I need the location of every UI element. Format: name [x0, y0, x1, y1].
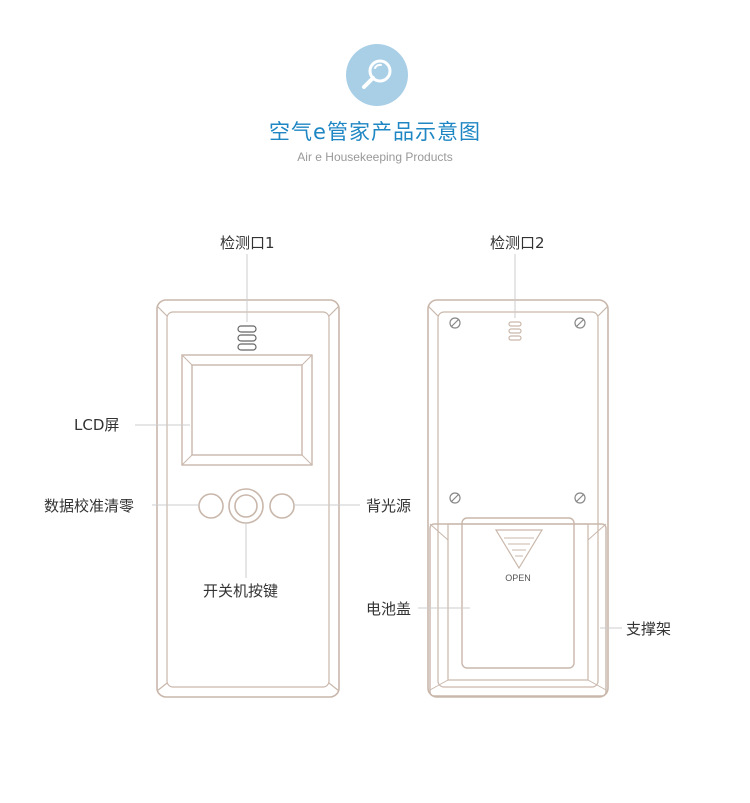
calibrate-button[interactable] [198, 493, 224, 519]
back-sensor-port [508, 321, 522, 341]
label-battery-cover: 电池盖 [366, 600, 412, 618]
page-title: 空气e管家产品示意图 [269, 120, 481, 144]
screw-icon [449, 317, 586, 504]
label-sensor-port-2: 检测口2 [490, 234, 545, 252]
front-device-body [156, 299, 340, 698]
open-text: OPEN [505, 573, 531, 583]
front-device-inner [166, 311, 330, 688]
label-calibrate: 数据校准清零 [44, 497, 135, 515]
power-button[interactable] [228, 488, 264, 524]
battery-cover[interactable] [461, 517, 575, 669]
label-backlight: 背光源 [366, 497, 412, 515]
lcd-screen [181, 354, 313, 466]
page-subtitle: Air e Housekeeping Products [297, 150, 453, 164]
label-power-button: 开关机按键 [203, 582, 279, 600]
label-sensor-port-1: 检测口1 [220, 234, 275, 252]
front-device [156, 299, 340, 698]
search-icon [362, 59, 392, 89]
label-stand: 支撑架 [626, 620, 672, 638]
back-device [427, 299, 609, 698]
backlight-button[interactable] [269, 493, 295, 519]
front-sensor-port [237, 325, 257, 351]
back-device-body [427, 299, 609, 698]
stand [429, 523, 607, 697]
leader-lines [135, 254, 622, 629]
label-lcd-screen: LCD屏 [74, 416, 120, 434]
header-icon-circle [346, 44, 408, 106]
